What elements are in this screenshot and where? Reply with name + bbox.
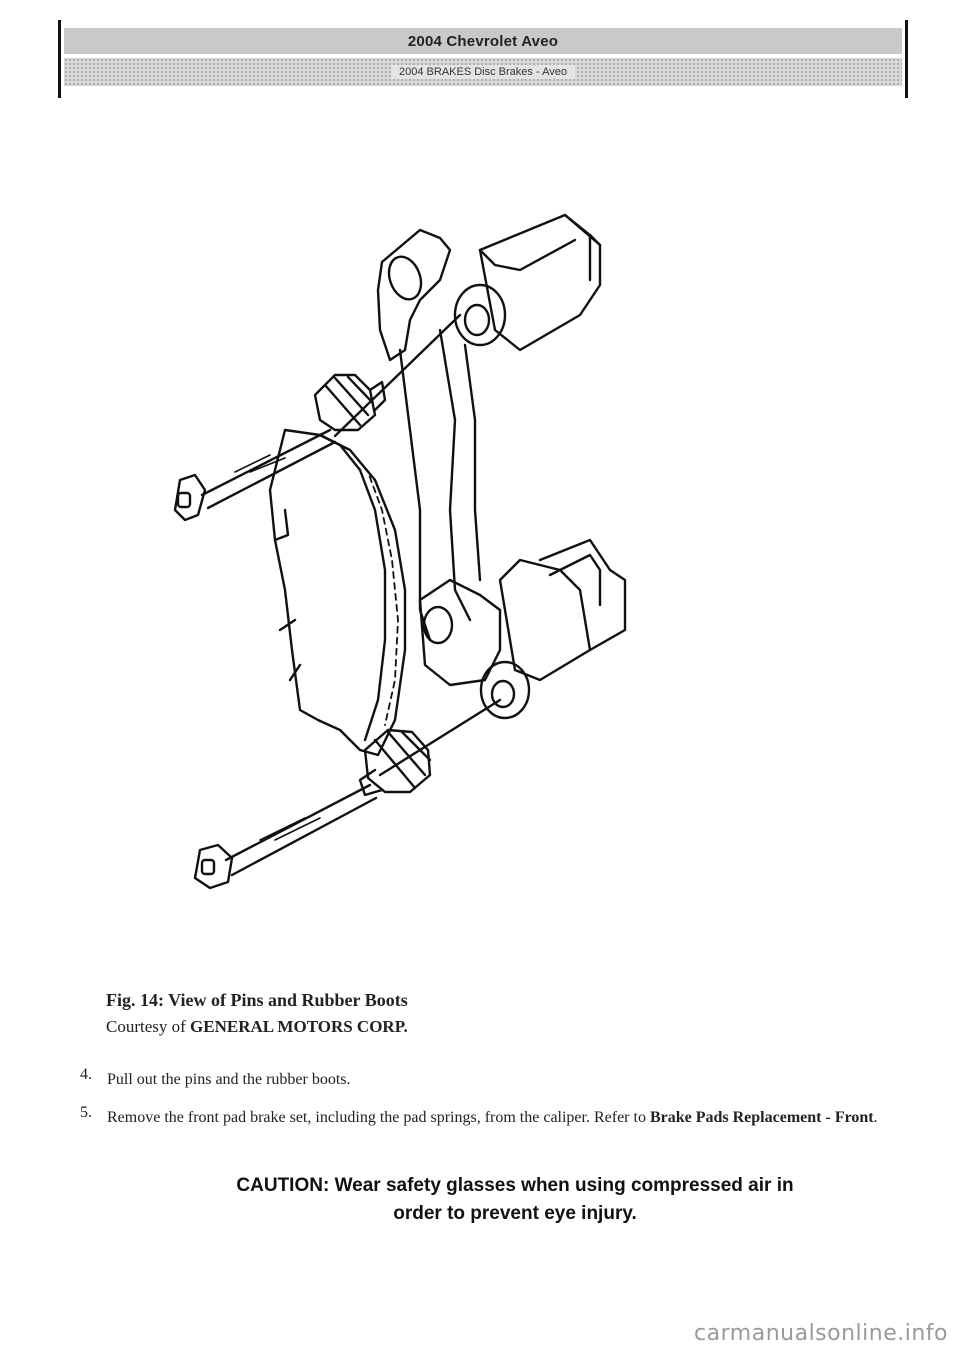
document-subtitle: 2004 BRAKES Disc Brakes - Aveo [391,65,575,79]
brake-pads-replacement-link[interactable]: Brake Pads Replacement - Front [649,1109,874,1126]
step-number: 5. [80,1104,92,1121]
header-title-band: 2004 Chevrolet Aveo [64,28,902,54]
figure-caption: Fig. 14: View of Pins and Rubber Boots C… [106,990,408,1037]
site-watermark: carmanualsonline.info [694,1321,948,1346]
caution-label: CAUTION: [236,1175,330,1196]
upper-guide-pin [173,313,462,522]
caution-notice: CAUTION: Wear safety glasses when using … [170,1172,860,1228]
header-subtitle-band: 2004 BRAKES Disc Brakes - Aveo [64,58,902,86]
procedure-step: 5. Remove the front pad brake set, inclu… [80,1104,880,1132]
brake-pad [268,428,407,757]
courtesy-prefix: Courtesy of [106,1017,191,1036]
header-rule-left [58,20,61,98]
caution-text-2: order to prevent eye injury. [393,1203,637,1224]
page-header: 2004 Chevrolet Aveo 2004 BRAKES Disc Bra… [58,20,908,98]
lower-rubber-boot [358,728,432,797]
courtesy-source: GENERAL MOTORS CORP. [190,1017,408,1036]
caution-text-1: Wear safety glasses when using compresse… [334,1175,794,1196]
caution-line-1: CAUTION: Wear safety glasses when using … [170,1172,860,1200]
figure-courtesy-line: Courtesy of GENERAL MOTORS CORP. [106,1017,408,1037]
step-text: Remove the front pad brake set, includin… [107,1104,878,1132]
caliper-bracket [376,213,627,720]
step-text: Pull out the pins and the rubber boots. [107,1071,351,1088]
lower-guide-pin [193,698,502,890]
procedure-steps: 4. Pull out the pins and the rubber boot… [80,1066,880,1142]
brake-caliper-figure [120,210,650,930]
document-title: 2004 Chevrolet Aveo [407,32,559,50]
upper-rubber-boot [313,373,387,432]
step-text-suffix: . [873,1109,878,1126]
step-text-body: Remove the front pad brake set, includin… [107,1109,650,1126]
step-number: 4. [80,1066,92,1083]
caliper-pins-boots-illustration [173,213,627,890]
header-rule-right [905,20,908,98]
figure-caption-title: Fig. 14: View of Pins and Rubber Boots [106,990,408,1010]
procedure-step: 4. Pull out the pins and the rubber boot… [80,1066,880,1094]
